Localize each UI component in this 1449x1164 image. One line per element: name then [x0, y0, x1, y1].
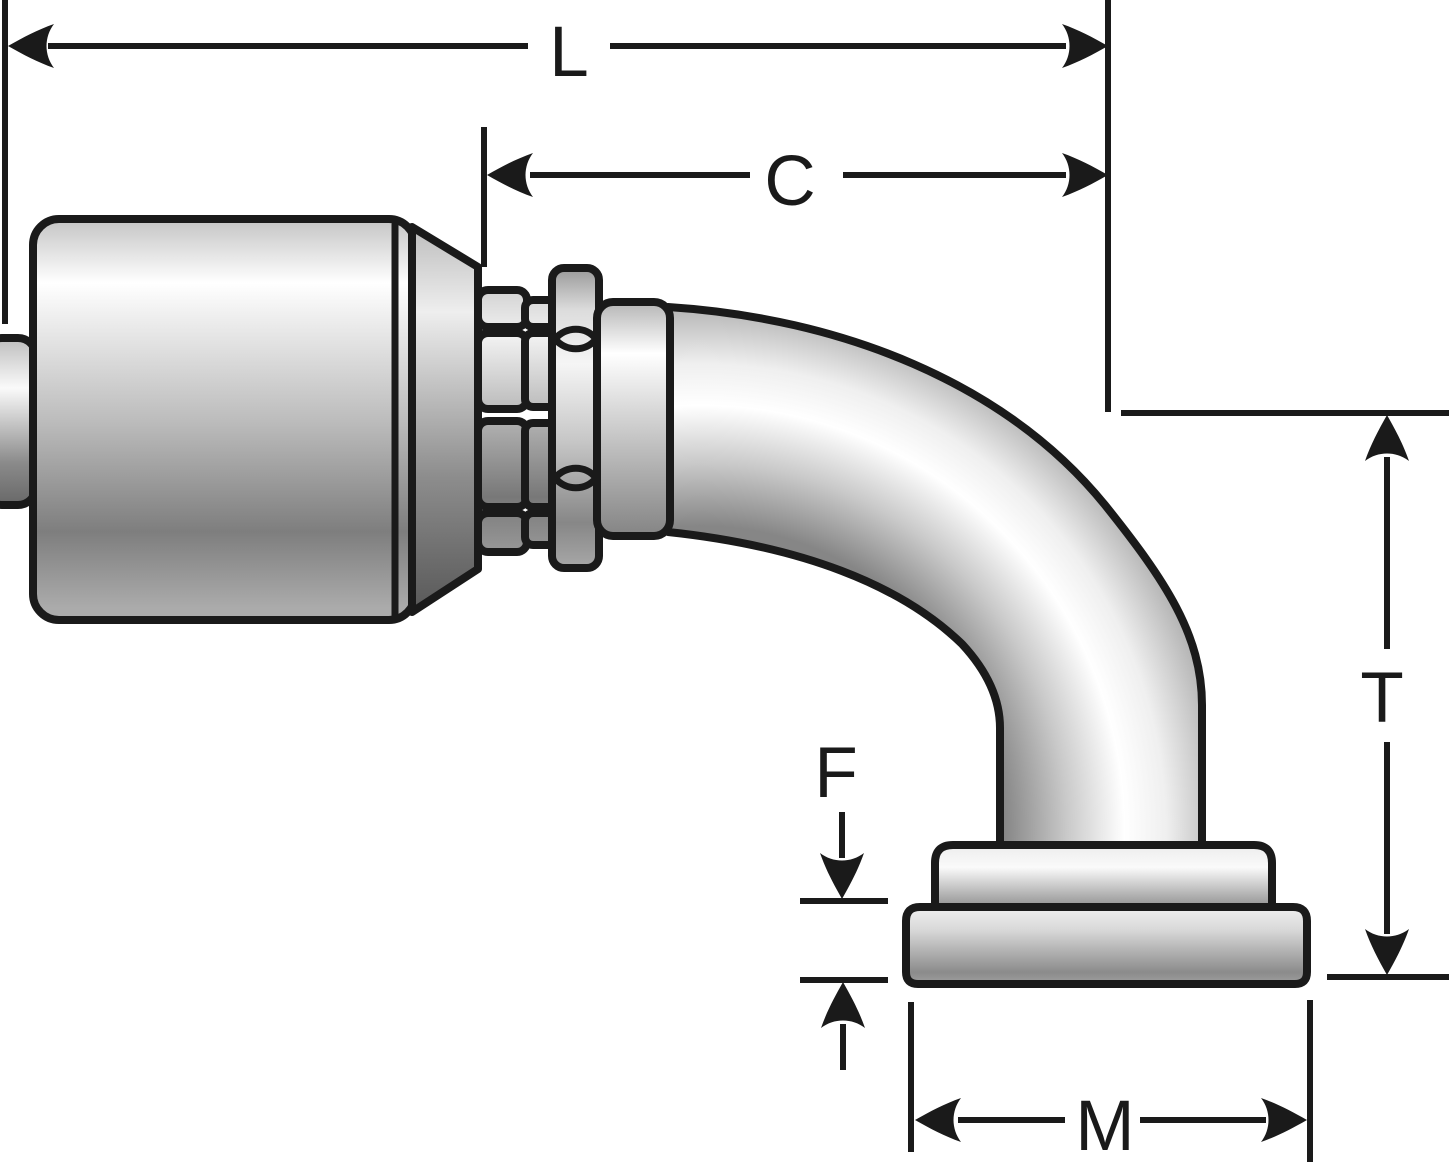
elbow-tube — [664, 303, 1206, 854]
dim-label-F: F — [814, 734, 857, 813]
coupling-assembly — [0, 215, 1311, 988]
hex-nut — [548, 264, 603, 572]
segmented-collar-outer — [474, 286, 531, 556]
flange-head — [902, 903, 1311, 988]
dim-T — [1365, 415, 1409, 975]
crimp-ferrule — [29, 215, 419, 624]
dim-label-C: C — [764, 142, 815, 221]
hex-facet-lens-upper — [551, 325, 600, 353]
dim-L — [8, 24, 1108, 68]
dim-label-M: M — [1075, 1087, 1134, 1164]
taper-cone — [408, 223, 482, 616]
dim-label-L: L — [549, 13, 589, 92]
dim-F — [820, 812, 865, 1070]
hex-facet-lens-lower — [551, 464, 600, 492]
flange-collar — [931, 841, 1276, 913]
dim-M — [915, 1098, 1307, 1142]
tube-socket-shoulder — [593, 298, 674, 540]
dim-label-T: T — [1360, 659, 1403, 738]
dim-C — [487, 153, 1108, 197]
